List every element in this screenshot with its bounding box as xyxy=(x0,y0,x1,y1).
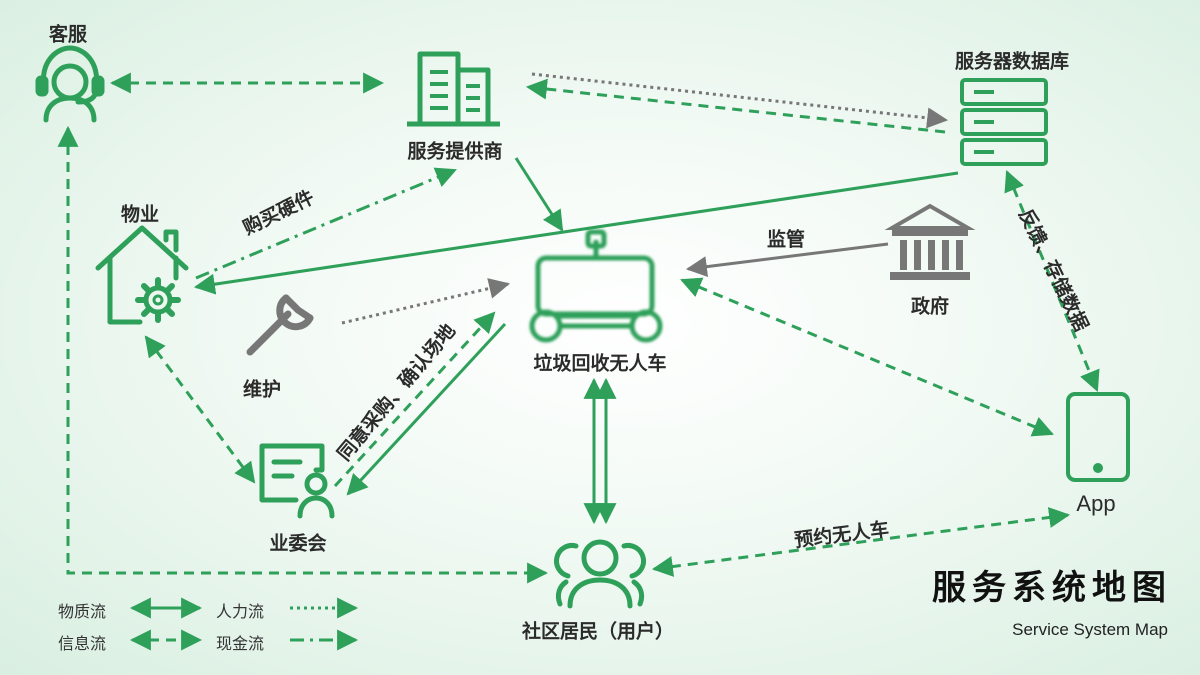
node-maintenance-label: 维护 xyxy=(242,379,282,401)
legend-cash-label: 现金流 xyxy=(216,636,265,653)
node-garbage-vehicle-label: 垃圾回收无人车 xyxy=(533,353,667,375)
legend-info-label: 信息流 xyxy=(58,636,107,653)
edge-provider-vehicle xyxy=(514,157,564,232)
wrench-icon xyxy=(246,294,314,356)
node-customer-service-label: 客服 xyxy=(48,24,88,46)
map-subtitle: Service System Map xyxy=(1012,620,1168,639)
node-service-provider-label: 服务提供商 xyxy=(407,141,503,163)
node-owners-committee-label: 业委会 xyxy=(269,533,327,555)
office-building-icon xyxy=(407,51,500,127)
edge-vehicle-app xyxy=(680,277,1054,437)
legend-human-label: 人力流 xyxy=(216,604,265,621)
edge-db-app xyxy=(1004,170,1100,392)
edge-cs-residents xyxy=(57,125,549,584)
government-building-icon xyxy=(884,203,976,280)
user-group-icon xyxy=(554,539,646,609)
edge-db-provider-info xyxy=(525,78,946,134)
edge-committee-vehicle-info xyxy=(333,311,496,488)
legend-material-label: 物质流 xyxy=(58,604,107,621)
node-property-label: 物业 xyxy=(120,204,160,226)
server-rack-icon xyxy=(960,78,1048,166)
headset-agent-icon xyxy=(35,45,105,123)
edge-residents-app xyxy=(651,507,1071,577)
mobile-phone-icon xyxy=(1066,392,1130,482)
node-app-label: App xyxy=(1076,491,1116,516)
edge-label-supervise: 监管 xyxy=(766,229,806,251)
robot-vehicle-icon xyxy=(529,229,663,343)
edge-maint-vehicle xyxy=(341,278,511,325)
id-card-icon xyxy=(259,443,335,519)
node-government-label: 政府 xyxy=(910,296,950,318)
edge-gov-vehicle xyxy=(685,242,889,278)
house-gear-icon xyxy=(95,225,189,325)
map-title: 服务系统地图 xyxy=(932,569,1172,607)
node-server-db-label: 服务器数据库 xyxy=(954,51,1070,73)
edge-property-committee xyxy=(144,335,256,484)
edge-property-provider-cash xyxy=(195,167,457,280)
edge-provider-db-human xyxy=(531,72,949,129)
node-residents-label: 社区居民（用户） xyxy=(521,621,675,643)
